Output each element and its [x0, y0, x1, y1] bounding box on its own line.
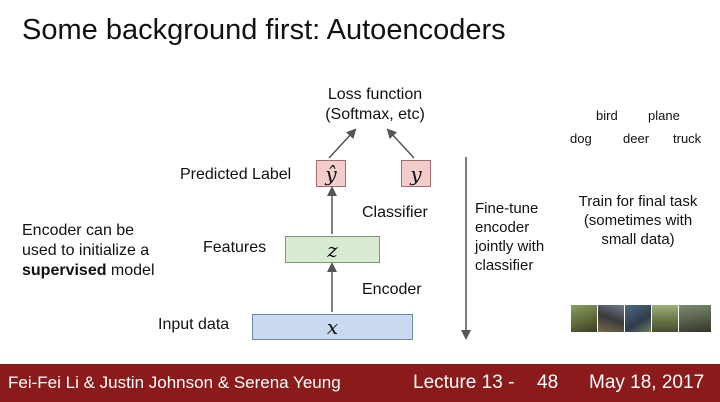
encoder-init-note: Encoder can be used to initialize a supe…: [22, 221, 155, 281]
loss-function-label: Loss function (Softmax, etc): [300, 86, 450, 124]
thumbnail-image: [571, 305, 597, 332]
note-line-3: supervised model: [22, 261, 155, 281]
note-line-2: used to initialize a: [22, 242, 150, 259]
arrow-yhat-to-loss: [328, 128, 357, 159]
finetune-line-1: Fine-tune: [475, 200, 539, 217]
thumbnail-image: [625, 305, 651, 332]
input-data-label: Input data: [158, 316, 230, 333]
loss-line-1: Loss function: [327, 86, 423, 103]
footer-authors: Fei-Fei Li & Justin Johnson & Serena Yeu…: [8, 373, 341, 392]
arrow-y-to-loss: [386, 128, 415, 159]
encoder-label: Encoder: [362, 281, 422, 298]
note-after-bold: model: [106, 262, 155, 279]
finetune-note: Fine-tune encoder jointly with classifie…: [475, 199, 544, 275]
thumbnail-image: [679, 305, 711, 332]
note-bold-word: supervised: [22, 262, 107, 279]
finetune-line-2: encoder: [475, 219, 530, 236]
train-note: Train for final task (sometimes with sma…: [568, 192, 708, 249]
class-dog: dog: [570, 131, 592, 146]
finetune-line-3: jointly with: [475, 238, 545, 255]
train-line-3: small data): [601, 231, 675, 248]
note-line-1: Encoder can be: [22, 222, 135, 239]
slide-title: Some background first: Autoencoders: [22, 14, 506, 46]
footer-page-number: 48: [537, 372, 559, 393]
class-bird: bird: [596, 108, 618, 123]
class-plane: plane: [648, 108, 680, 123]
loss-line-2: (Softmax, etc): [325, 106, 425, 123]
footer-lecture: Lecture 13 -: [413, 372, 515, 393]
true-label-box: y: [401, 160, 431, 187]
features-label: Features: [203, 239, 267, 256]
class-deer: deer: [623, 131, 650, 146]
diagram-arrows: [327, 128, 471, 340]
class-truck: truck: [673, 131, 702, 146]
train-line-2: (sometimes with: [583, 212, 693, 229]
predicted-label-box: ŷ: [316, 160, 346, 187]
train-line-1: Train for final task: [578, 193, 698, 210]
footer-bar: Fei-Fei Li & Justin Johnson & Serena Yeu…: [0, 364, 720, 402]
footer-date: May 18, 2017: [589, 372, 705, 393]
predicted-label-text: Predicted Label: [180, 166, 292, 183]
thumbnail-image: [652, 305, 678, 332]
classifier-label: Classifier: [362, 204, 428, 221]
thumbnail-image: [598, 305, 624, 332]
finetune-line-4: classifier: [475, 257, 534, 274]
input-data-box: x: [252, 314, 413, 340]
